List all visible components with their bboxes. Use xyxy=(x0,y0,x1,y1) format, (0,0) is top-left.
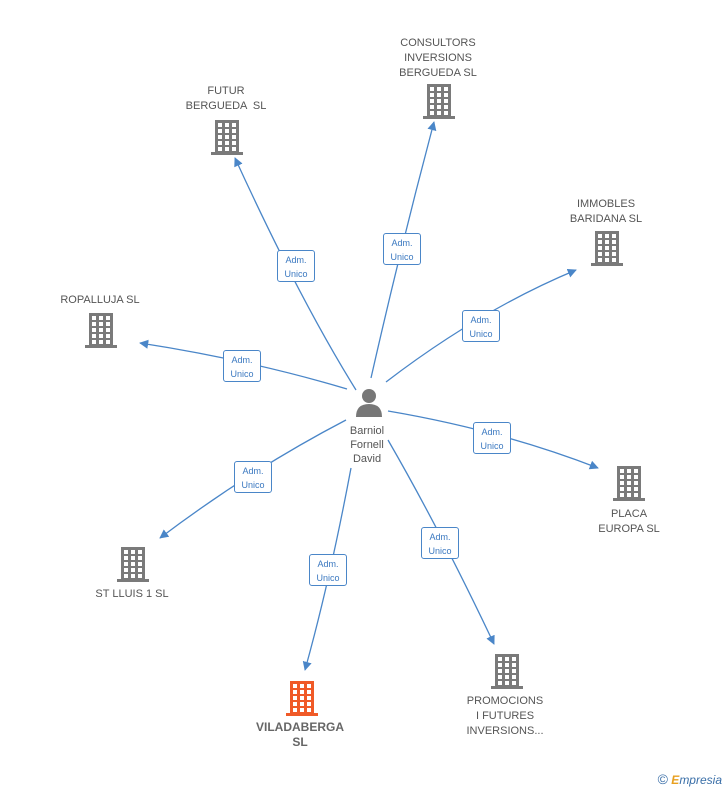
building-icon-ropalluja[interactable] xyxy=(85,313,117,348)
role-badge-consultors[interactable]: Adm. Unico xyxy=(383,233,421,265)
company-label-viladaberga[interactable]: VILADABERGA SL xyxy=(255,720,345,749)
role-badge-immobles[interactable]: Adm. Unico xyxy=(462,310,500,342)
role-badge-line1: Adm. xyxy=(470,315,492,325)
person-name[interactable]: Barniol Fornell David xyxy=(349,425,385,465)
role-badge-line2: Unico xyxy=(469,329,493,339)
building-icon-viladaberga[interactable] xyxy=(286,681,318,716)
role-badge-line2: Unico xyxy=(316,573,340,583)
role-badge-promocions[interactable]: Adm. Unico xyxy=(421,527,459,559)
role-badge-futur[interactable]: Adm. Unico xyxy=(277,250,315,282)
company-label-placa[interactable]: PLACA EUROPA SL xyxy=(598,508,660,535)
role-badge-line2: Unico xyxy=(390,252,414,262)
copyright-symbol: © xyxy=(657,771,668,787)
brand-logo-initial: E xyxy=(671,773,680,787)
building-icon-consultors[interactable] xyxy=(423,84,455,119)
role-badge-stlluis[interactable]: Adm. Unico xyxy=(234,461,272,493)
building-icon-immobles[interactable] xyxy=(591,231,623,266)
role-badge-placa[interactable]: Adm. Unico xyxy=(473,422,511,454)
brand-name: mpresia xyxy=(679,773,722,787)
role-badge-line1: Adm. xyxy=(242,466,264,476)
role-badge-line1: Adm. xyxy=(317,559,339,569)
company-label-futur[interactable]: FUTUR BERGUEDA SL xyxy=(185,85,267,112)
role-badge-line1: Adm. xyxy=(231,355,253,365)
role-badge-line2: Unico xyxy=(480,441,504,451)
role-badge-line1: Adm. xyxy=(429,532,451,542)
company-label-consultors[interactable]: CONSULTORS INVERSIONS BERGUEDA SL xyxy=(399,37,477,79)
role-badge-line2: Unico xyxy=(230,369,254,379)
role-badge-line2: Unico xyxy=(284,269,308,279)
role-badge-line2: Unico xyxy=(241,480,265,490)
role-badge-line2: Unico xyxy=(428,546,452,556)
building-icon-placa[interactable] xyxy=(613,466,645,501)
footer-credit[interactable]: © Empresia xyxy=(658,771,722,787)
role-badge-ropalluja[interactable]: Adm. Unico xyxy=(223,350,261,382)
company-label-stlluis[interactable]: ST LLUIS 1 SL xyxy=(95,588,169,600)
role-badge-line1: Adm. xyxy=(285,255,307,265)
company-label-promocions[interactable]: PROMOCIONS I FUTURES INVERSIONS... xyxy=(466,695,544,737)
edge-futur xyxy=(234,157,357,391)
company-label-ropalluja[interactable]: ROPALLUJA SL xyxy=(60,294,140,306)
role-badge-line1: Adm. xyxy=(481,427,503,437)
role-badge-line1: Adm. xyxy=(391,238,413,248)
building-icon-stlluis[interactable] xyxy=(117,547,149,582)
building-icon-promocions[interactable] xyxy=(491,654,523,689)
building-icon-futur[interactable] xyxy=(211,120,243,155)
person-icon[interactable] xyxy=(356,389,382,417)
role-badge-viladaberga[interactable]: Adm. Unico xyxy=(309,554,347,586)
company-label-immobles[interactable]: IMMOBLES BARIDANA SL xyxy=(569,198,643,225)
